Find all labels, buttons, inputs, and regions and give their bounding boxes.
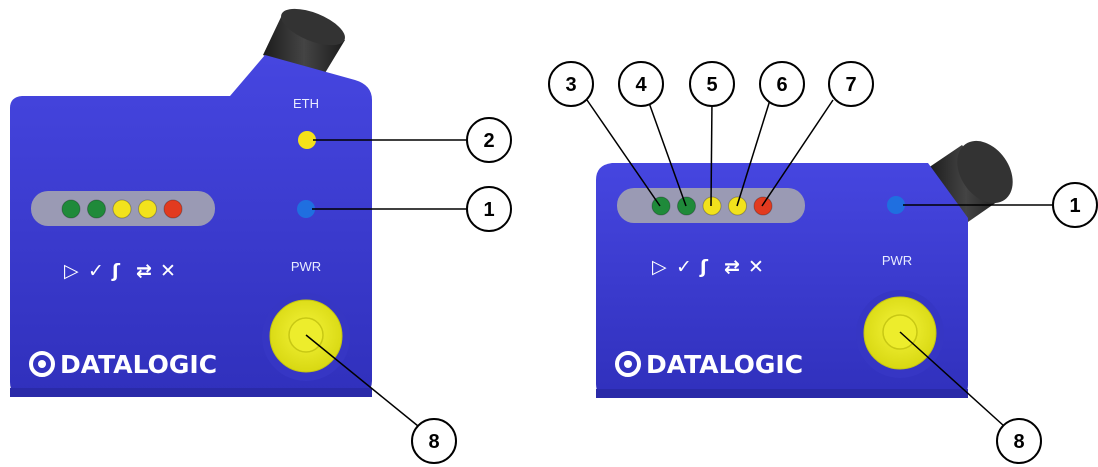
push-button-right[interactable] (856, 290, 944, 378)
start-icon-right: ▷ (652, 256, 667, 278)
fail-icon-left: ✕ (160, 260, 176, 282)
device-base-right (596, 389, 968, 398)
callout-right-4: 4 (618, 61, 664, 107)
callout-circles: 2 1 8 3 4 5 6 7 (411, 61, 1098, 464)
led-red-right (753, 196, 773, 216)
power-led (297, 200, 315, 218)
status-icons-right: ▷ ✓ ʃ ⇄ ✕ (652, 256, 764, 278)
led-green-1-right (651, 196, 671, 216)
status-icons-left: ▷ ✓ ʃ ⇄ ✕ (64, 260, 176, 282)
callout-right-7: 7 (828, 61, 874, 107)
led-green-2-left (87, 199, 106, 219)
push-button-left[interactable] (262, 293, 350, 381)
callout-right-7-label: 7 (845, 74, 856, 96)
check-icon-left: ✓ (88, 260, 104, 282)
callout-left-1-label: 1 (483, 199, 494, 221)
device-right: ▷ ✓ ʃ ⇄ ✕ PWR DATALOGIC (596, 140, 1013, 398)
link-icon-right: ⇄ (724, 256, 740, 278)
callout-left-8-label: 8 (428, 431, 439, 453)
led-green-2-right (677, 196, 696, 216)
callouts (305, 99, 1053, 427)
brand-logo-left: DATALOGIC (29, 350, 217, 379)
start-icon-left: ▷ (64, 260, 79, 282)
callout-left-1: 1 (466, 186, 512, 232)
led-green-1-left (61, 199, 81, 219)
eth-label: ETH (293, 96, 319, 111)
brand-name-left: DATALOGIC (60, 350, 217, 379)
check-icon-right: ✓ (676, 256, 692, 278)
trigger-icon-left: ʃ (111, 260, 121, 282)
callout-right-4-label: 4 (635, 74, 647, 96)
led-yellow-1-left (112, 199, 132, 219)
led-yellow-1-right (702, 196, 722, 216)
device-base-left (10, 388, 372, 397)
callout-right-1: 1 (1052, 182, 1098, 228)
callout-left-8: 8 (411, 418, 457, 464)
callout-right-5: 5 (689, 61, 735, 107)
pwr-label: PWR (291, 259, 321, 274)
led-group-left (61, 199, 183, 219)
device-left: ▷ ✓ ʃ ⇄ ✕ ETH PWR DATALOGIC (10, 8, 372, 397)
callout-right-1-label: 1 (1069, 195, 1080, 217)
callout-right-8: 8 (996, 418, 1042, 464)
link-icon-left: ⇄ (136, 260, 152, 282)
led-red-left (163, 199, 183, 219)
led-yellow-2-left (138, 199, 157, 219)
brand-logo-right: DATALOGIC (615, 350, 803, 379)
brand-name-right: DATALOGIC (646, 350, 803, 379)
callout-right-3-label: 3 (565, 74, 576, 96)
fail-icon-right: ✕ (748, 256, 764, 278)
callout-left-2: 2 (466, 117, 512, 163)
power-led-right (887, 196, 905, 214)
pwr-label-right: PWR (882, 253, 912, 268)
callout-right-5-label: 5 (706, 74, 717, 96)
callout-left-2-label: 2 (483, 130, 494, 152)
callout-right-8-label: 8 (1013, 431, 1024, 453)
eth-led (298, 131, 316, 149)
callout-right-6-label: 6 (776, 74, 787, 96)
callout-right-3: 3 (548, 61, 594, 107)
callout-right-6: 6 (759, 61, 805, 107)
trigger-icon-right: ʃ (699, 256, 709, 278)
connector-right (928, 140, 1013, 222)
